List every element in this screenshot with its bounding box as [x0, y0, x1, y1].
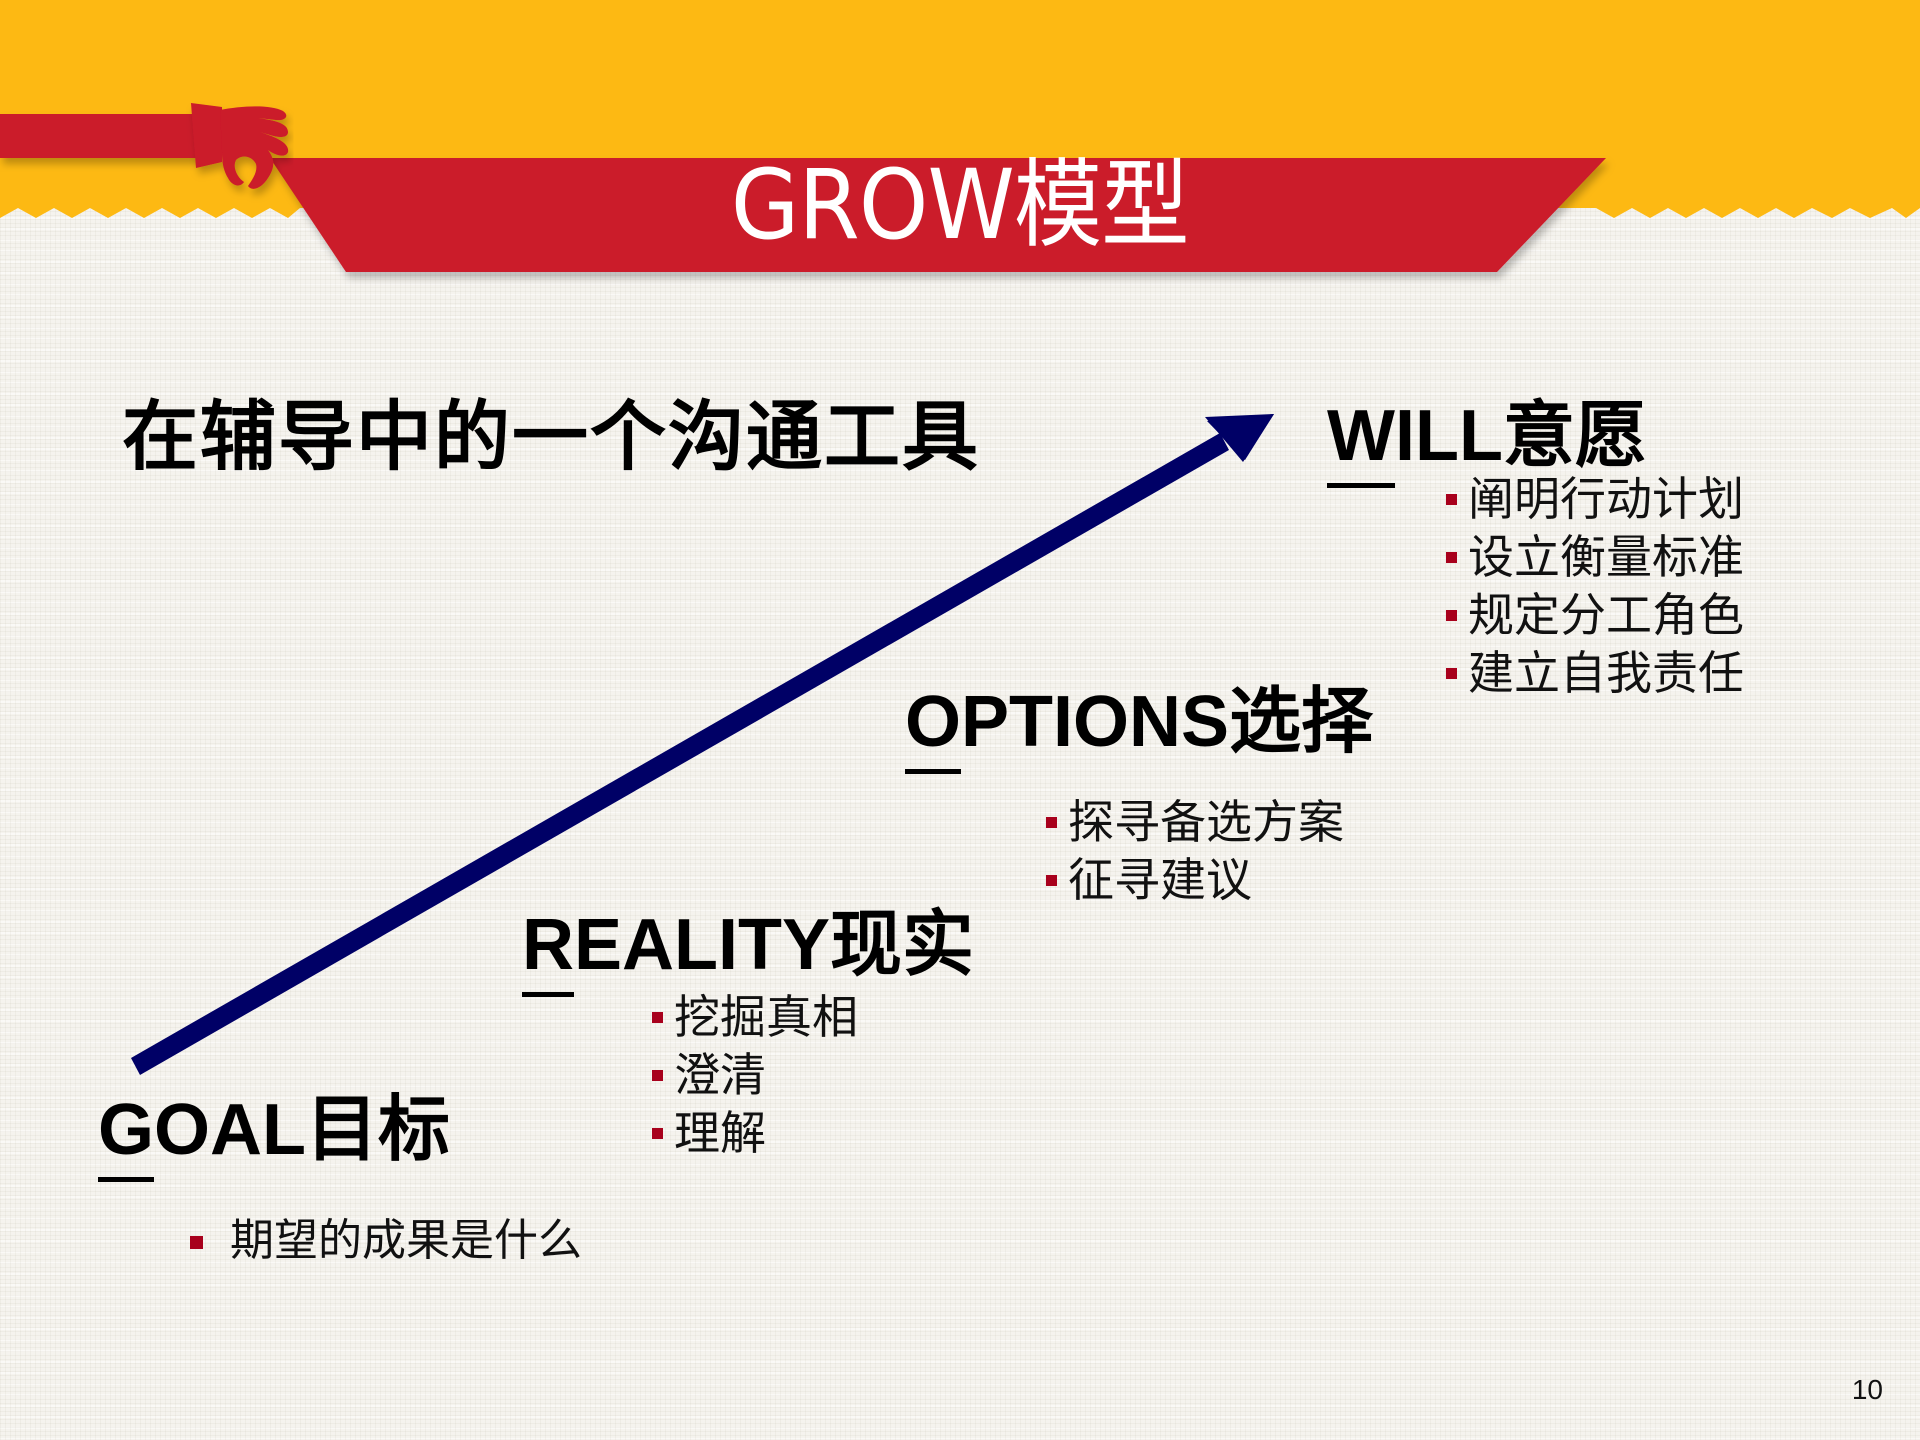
will-rest: ILL意愿: [1394, 396, 1647, 476]
options-bullet: 探寻备选方案: [1046, 793, 1344, 851]
slide-title: GROW模型: [0, 150, 1920, 260]
goal-bullet-text: 期望的成果是什么: [230, 1215, 582, 1266]
reality-bullet: 挖掘真相: [652, 988, 858, 1046]
reality-bullet: 理解: [652, 1104, 858, 1162]
page-number: 10: [1851, 1374, 1883, 1405]
reality-letter: R: [522, 905, 574, 997]
options-bullet-text: 征寻建议: [1068, 853, 1252, 907]
arrow-icon: [131, 414, 1274, 1075]
options-bullet: 征寻建议: [1046, 851, 1344, 909]
bullet-square-icon: [652, 1012, 663, 1023]
will-bullets: 阐明行动计划 设立衡量标准 规定分工角色 建立自我责任: [1446, 470, 1744, 702]
options-letter: O: [905, 682, 962, 774]
red-arm: [0, 114, 200, 158]
bullet-square-icon: [1446, 494, 1457, 505]
bullet-square-icon: [1046, 875, 1057, 886]
reality-rest: EALITY现实: [574, 905, 975, 985]
will-bullet: 建立自我责任: [1446, 644, 1744, 702]
slide-title-text: GROW模型: [731, 149, 1190, 261]
reality-bullet-text: 挖掘真相: [674, 990, 858, 1044]
reality-bullet-text: 澄清: [674, 1048, 766, 1102]
reality-bullet: 澄清: [652, 1046, 858, 1104]
will-bullet-text: 建立自我责任: [1468, 646, 1744, 700]
bullet-square-icon: [1046, 817, 1057, 828]
goal-rest: OAL目标: [154, 1090, 450, 1170]
goal-letter: G: [98, 1090, 155, 1182]
reality-heading: REALITY现实: [522, 905, 975, 997]
bullet-square-icon: [190, 1236, 203, 1249]
bullet-square-icon: [1446, 668, 1457, 679]
will-letter: W: [1327, 396, 1395, 488]
will-bullet-text: 设立衡量标准: [1468, 530, 1744, 584]
hand-icon: [191, 103, 289, 189]
bullet-square-icon: [652, 1128, 663, 1139]
bullet-square-icon: [1446, 552, 1457, 563]
will-heading: WILL意愿: [1327, 396, 1647, 488]
will-bullet: 规定分工角色: [1446, 586, 1744, 644]
options-bullet-text: 探寻备选方案: [1068, 795, 1344, 849]
options-bullets: 探寻备选方案 征寻建议: [1046, 793, 1344, 909]
bullet-square-icon: [652, 1070, 663, 1081]
bullet-square-icon: [1446, 610, 1457, 621]
options-heading: OPTIONS选择: [905, 682, 1374, 774]
will-bullet: 阐明行动计划: [1446, 470, 1744, 528]
options-rest: PTIONS选择: [961, 682, 1374, 762]
will-bullet-text: 阐明行动计划: [1468, 472, 1744, 526]
goal-bullets: 期望的成果是什么: [190, 1212, 582, 1270]
reality-bullets: 挖掘真相 澄清 理解: [652, 988, 858, 1162]
slide-subtitle: 在辅导中的一个沟通工具: [122, 392, 980, 481]
reality-bullet-text: 理解: [674, 1106, 766, 1160]
title-ribbon: [270, 158, 1606, 272]
will-bullet: 设立衡量标准: [1446, 528, 1744, 586]
goal-heading: GOAL目标: [98, 1090, 450, 1182]
goal-bullet: 期望的成果是什么: [190, 1212, 582, 1270]
will-bullet-text: 规定分工角色: [1468, 588, 1744, 642]
